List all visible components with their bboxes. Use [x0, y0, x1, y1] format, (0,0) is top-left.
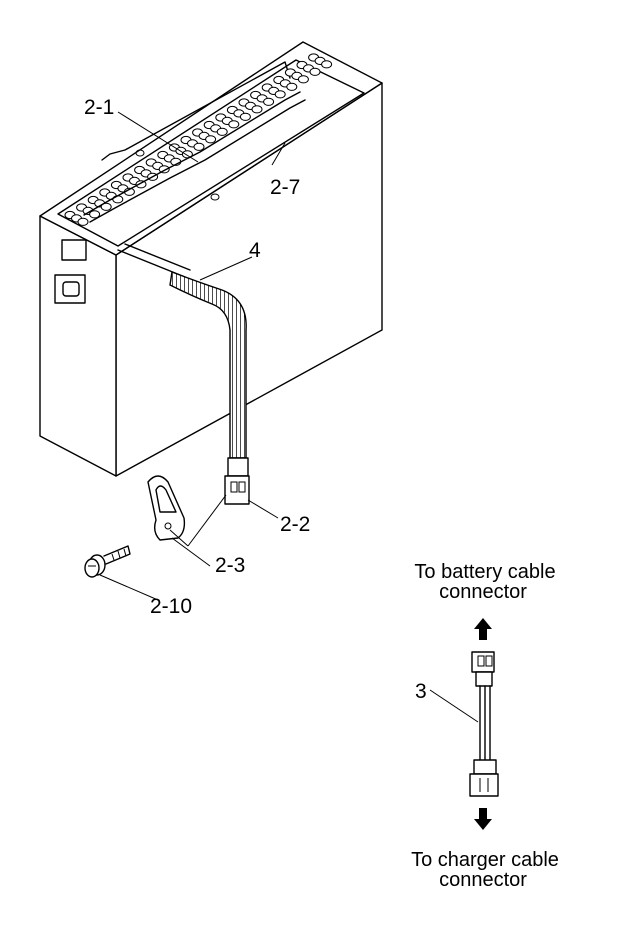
battery-cell-top	[100, 202, 112, 211]
battery-cell-top	[216, 127, 228, 136]
callout-2-3: 2-3	[215, 554, 245, 577]
battery-cell-top	[228, 120, 240, 129]
battery-cell-top	[274, 90, 286, 99]
battery-connector-note-line1: To battery cable	[414, 561, 555, 583]
battery-cell-top	[309, 67, 321, 76]
up-arrow-icon	[474, 618, 492, 640]
callout-2-2: 2-2	[280, 513, 310, 536]
battery-cable	[117, 243, 250, 505]
battery-cells	[64, 53, 333, 226]
battery-cell-top	[112, 195, 124, 204]
callout-2-7: 2-7	[270, 176, 300, 199]
battery-cell-top	[193, 142, 205, 151]
leader-lines	[99, 111, 479, 723]
charger-cable	[469, 651, 499, 797]
battery-connector	[224, 457, 250, 505]
handle-part	[147, 475, 186, 541]
battery-cell-top	[239, 112, 251, 121]
charger-connector-note-line2: connector	[439, 869, 527, 891]
battery-cell-top	[297, 75, 309, 84]
callout-3: 3	[415, 680, 427, 703]
battery-cell-top	[251, 105, 263, 114]
battery-cell-top	[205, 135, 217, 144]
callout-2-1: 2-1	[84, 96, 114, 119]
battery-cell-top	[89, 210, 101, 219]
callout-2-10: 2-10	[150, 595, 192, 618]
interconnect-cable	[83, 91, 301, 216]
callout-4: 4	[249, 239, 261, 262]
battery-cell-top	[77, 217, 89, 226]
battery-cell-top	[286, 82, 298, 91]
down-arrow-icon	[474, 808, 492, 830]
screw-part	[84, 545, 131, 578]
battery-cell-top	[263, 97, 275, 106]
battery-cell-top	[321, 60, 333, 69]
battery-connector-note-line2: connector	[439, 581, 527, 603]
charger-connector-note-line1: To charger cable	[411, 849, 559, 871]
